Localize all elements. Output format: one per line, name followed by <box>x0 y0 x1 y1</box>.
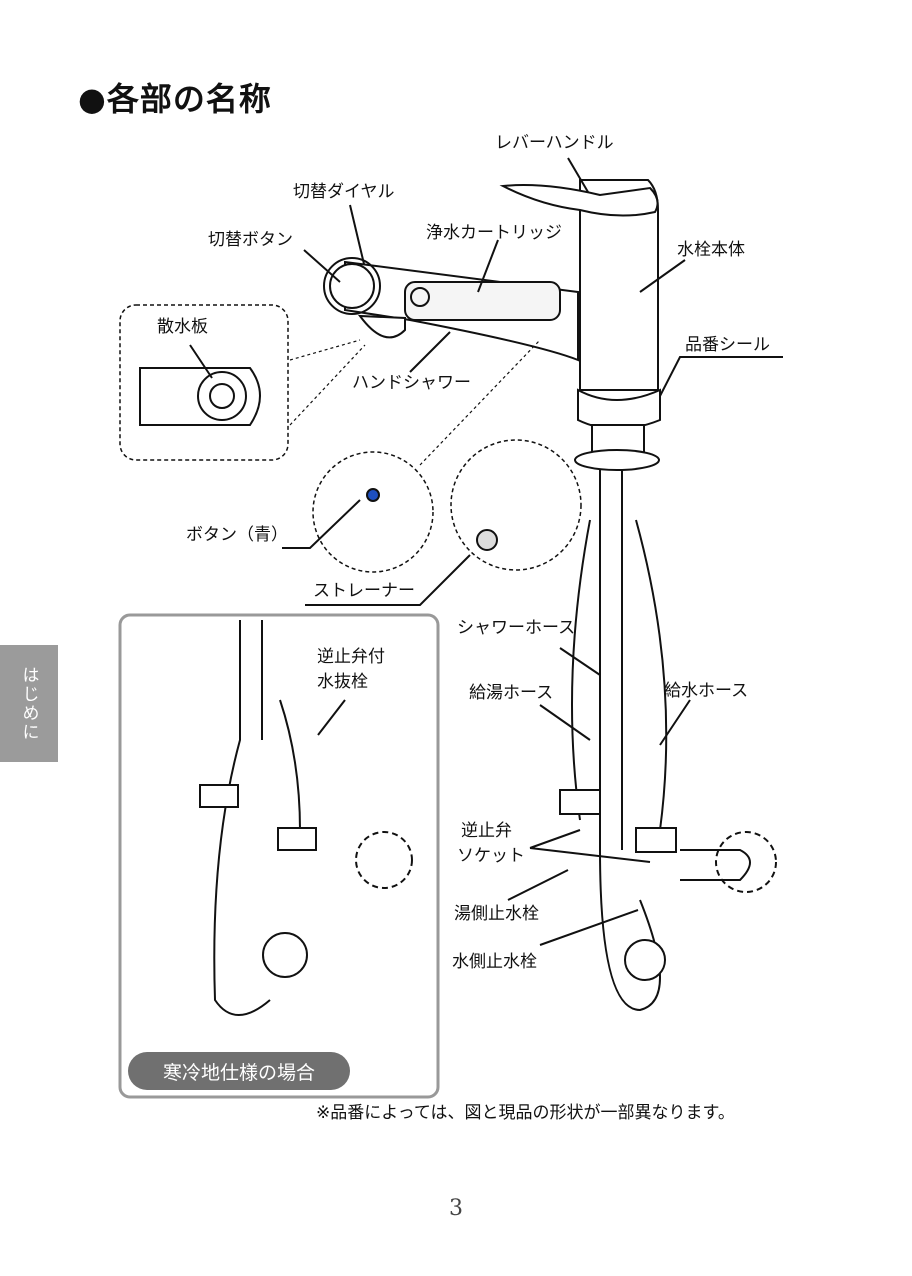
label-check-valve-socket-2: ソケット <box>457 846 525 866</box>
label-lever-handle: レバーハンドル <box>495 133 614 153</box>
label-check-valve-drain-plug-1: 逆止弁付 <box>317 647 385 667</box>
lever-handle-shape <box>499 184 659 217</box>
label-switch-button: 切替ボタン <box>208 230 293 250</box>
label-product-seal: 品番シール <box>685 335 770 355</box>
label-check-valve-socket-1: 逆止弁 <box>461 821 512 841</box>
shower-hose-shape <box>599 470 661 1012</box>
label-hot-stop-valve: 湯側止水栓 <box>454 904 539 924</box>
label-purification-cartridge: 浄水カートリッジ <box>426 223 562 243</box>
label-hand-shower: ハンドシャワー <box>352 373 471 393</box>
cold-region-box <box>118 613 440 1099</box>
label-strainer: ストレーナー <box>313 581 415 601</box>
strainer-callout <box>450 439 582 571</box>
footnote: ※品番によっては、図と現品の形状が一部異なります。 <box>316 1103 735 1123</box>
page-number: 3 <box>449 1196 463 1221</box>
label-check-valve-drain-plug-2: 水抜栓 <box>317 672 368 692</box>
page-heading: ●各部の名称 <box>78 80 272 118</box>
label-button-blue: ボタン（青） <box>186 525 288 545</box>
side-tab[interactable]: はじめに <box>0 645 58 762</box>
label-spray-plate: 散水板 <box>157 317 208 337</box>
cold-region-badge: 寒冷地仕様の場合 <box>128 1052 350 1090</box>
label-water-stop-valve: 水側止水栓 <box>452 952 537 972</box>
label-hot-water-hose: 給湯ホース <box>469 683 554 703</box>
label-faucet-body: 水栓本体 <box>677 240 745 260</box>
label-water-supply-hose: 給水ホース <box>664 681 749 701</box>
label-shower-hose: シャワーホース <box>457 618 576 638</box>
side-tab-label: はじめに <box>18 665 39 742</box>
switch-button-shape <box>329 263 375 309</box>
label-switch-dial: 切替ダイヤル <box>293 182 395 202</box>
button-callout <box>312 451 434 573</box>
